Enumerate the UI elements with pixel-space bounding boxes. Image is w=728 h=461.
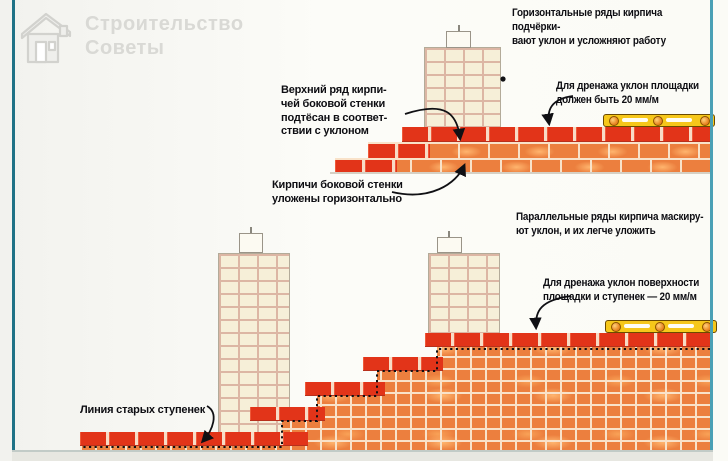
step-red-row-top: [425, 333, 712, 347]
label-top-row-hewn: Верхний ряд кирпи- чей боковой стенки по…: [281, 84, 388, 138]
level-slot: [622, 118, 648, 122]
step-red-row: [305, 382, 385, 396]
level-vial: [655, 322, 665, 332]
house-icon: [20, 12, 72, 64]
label-drainage-slope-top: Для дренажа уклон площадки должен быть 2…: [556, 80, 699, 106]
platform-red-edge-bricks: [335, 160, 397, 173]
watermark-subtitle: Советы: [85, 37, 165, 59]
platform-baseline: [330, 172, 712, 174]
step-red-row: [250, 407, 325, 421]
step-red-row-bottom: [80, 432, 308, 446]
caption-parallel-rows: Параллельные ряды кирпича маскиру- ют ук…: [516, 211, 704, 237]
ground-strip: [12, 452, 713, 461]
reference-dot: [500, 76, 506, 82]
pillar-cap-tick: [448, 231, 450, 237]
pillar-cap-tick: [458, 25, 460, 31]
platform-orange-row: [368, 142, 712, 158]
label-old-steps-line: Линия старых ступенек: [80, 404, 205, 416]
step-red-row: [363, 357, 443, 371]
watermark-title: Строительство: [85, 13, 244, 35]
pillar-cap-right: [437, 237, 462, 253]
level-slot: [666, 118, 692, 122]
platform-red-edge-bricks: [368, 144, 430, 158]
label-drainage-slope-bottom: Для дренажа уклон поверхности площадки и…: [543, 277, 700, 303]
platform-red-top-row: [402, 127, 712, 142]
ground-line: [12, 450, 713, 452]
frame-line-right: [710, 0, 713, 452]
spirit-level: [603, 114, 715, 127]
frame-line-left: [12, 0, 15, 452]
brick-pillar-right: [428, 253, 500, 336]
label-side-wall-horizontal: Кирпичи боковой стенки уложены горизонта…: [272, 179, 403, 205]
spirit-level: [605, 320, 717, 333]
level-slot: [624, 324, 650, 328]
pillar-cap-left: [239, 233, 263, 253]
caption-horizontal-rows: Горизонтальные ряды кирпича подчёрки- ва…: [512, 7, 666, 47]
level-vial: [653, 116, 663, 126]
pillar-cap-top: [446, 31, 471, 48]
level-slot: [668, 324, 694, 328]
level-vial: [609, 116, 619, 126]
level-vial: [700, 116, 710, 126]
pillar-cap-tick: [250, 227, 252, 233]
level-vial: [611, 322, 621, 332]
